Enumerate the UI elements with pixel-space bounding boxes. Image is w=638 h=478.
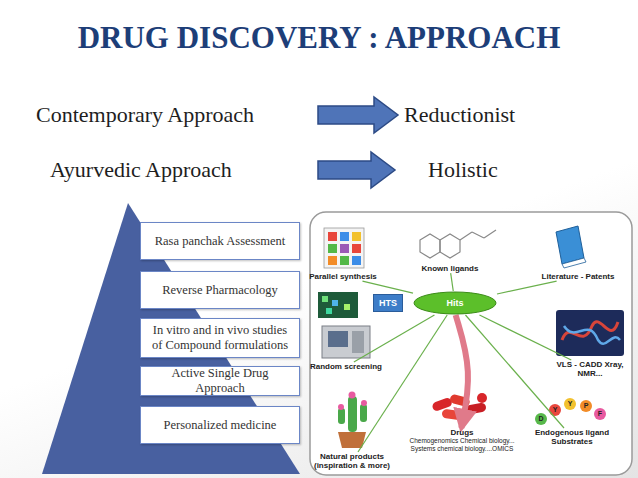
node-text: Active Single Drug Approach: [147, 366, 293, 396]
illustration-label: Natural products (inspiration & more): [307, 452, 397, 470]
spoke-line: [451, 273, 454, 291]
parallel-synthesis-icon: [324, 228, 364, 268]
node-text: Drugs: [402, 428, 522, 437]
drugs-icon: [431, 393, 487, 420]
node-text: Reductionist: [404, 102, 515, 128]
spoke-line: [354, 315, 435, 362]
approach-text: Holistic: [395, 157, 498, 183]
illustration-label: Known ligands: [410, 264, 490, 273]
illustration-label: DrugsChemogenomics Chemical biology... S…: [402, 428, 522, 452]
approach-text: Ayurvedic Approach: [50, 157, 318, 183]
node-text: Chemogenomics Chemical biology... System…: [402, 437, 522, 452]
residue-letter: Y: [549, 405, 561, 415]
spoke-line: [479, 315, 571, 360]
node-text: Personalized medicine: [164, 418, 277, 433]
illustration-label: Parallel synthesis: [303, 272, 383, 281]
node-text: HTS: [379, 298, 397, 308]
pyramid-step-box: Rasa panchak Assessment: [140, 222, 300, 260]
spoke-line: [362, 281, 413, 293]
known-ligands-icon: [420, 230, 496, 258]
block-arrow: [318, 97, 398, 133]
node-text: Contemporary Approach: [36, 102, 318, 128]
node-text: Holistic: [428, 157, 498, 183]
illustration-label: VLS - CADD Xray, NMR...: [554, 360, 626, 378]
node-text: Natural products (inspiration & more): [307, 452, 397, 470]
approach-text: Reductionist: [398, 102, 515, 128]
block-arrow: [318, 152, 395, 188]
node-text: Random screening: [306, 362, 386, 371]
illustration-label: Random screening: [306, 362, 386, 371]
spoke-line: [497, 281, 557, 294]
node-text: Ayurvedic Approach: [50, 157, 318, 183]
node-text: Hits: [446, 298, 463, 308]
natural-products-icon: [338, 392, 367, 449]
node-text: Parallel synthesis: [303, 272, 383, 281]
hts-box: HTS: [373, 294, 403, 312]
pyramid-step-box: In vitro and in vivo studies of Compound…: [140, 318, 300, 358]
residue-letter: Y: [564, 399, 576, 409]
hits-ellipse: Hits: [413, 291, 497, 315]
node-text: Endogenous ligand Substrates: [532, 428, 612, 446]
literature-icon: [556, 226, 586, 268]
node-text: Reverse Pharmacology: [162, 283, 278, 298]
endogenous-ligand-icon: [535, 398, 606, 425]
approach-text: Contemporary Approach: [36, 102, 318, 128]
illustration-frame: [310, 212, 632, 475]
pyramid-step-box: Active Single Drug Approach: [140, 366, 300, 396]
slide-title: DRUG DISCOVERY : APPROACH: [0, 20, 638, 56]
residue-letter: F: [594, 409, 606, 419]
node-text: Rasa panchak Assessment: [155, 234, 286, 249]
pyramid-step-box: Reverse Pharmacology: [140, 271, 300, 309]
spoke-line: [358, 315, 447, 452]
random-screening-icon: [318, 292, 370, 358]
pyramid: [42, 203, 300, 474]
node-text: Literature - Patents: [538, 272, 618, 281]
illustration-label: Endogenous ligand Substrates: [532, 428, 612, 446]
node-text: Known ligands: [410, 264, 490, 273]
node-text: In vitro and in vivo studies of Compound…: [147, 323, 293, 353]
node-text: VLS - CADD Xray, NMR...: [554, 360, 626, 378]
residue-letter: P: [580, 401, 592, 411]
illustration-label: Literature - Patents: [538, 272, 618, 281]
spoke-line: [465, 315, 564, 428]
pyramid-step-box: Personalized medicine: [140, 406, 300, 444]
residue-letter: D: [535, 414, 547, 424]
curved-arrow: [456, 315, 468, 428]
vls-icon: [556, 310, 624, 356]
